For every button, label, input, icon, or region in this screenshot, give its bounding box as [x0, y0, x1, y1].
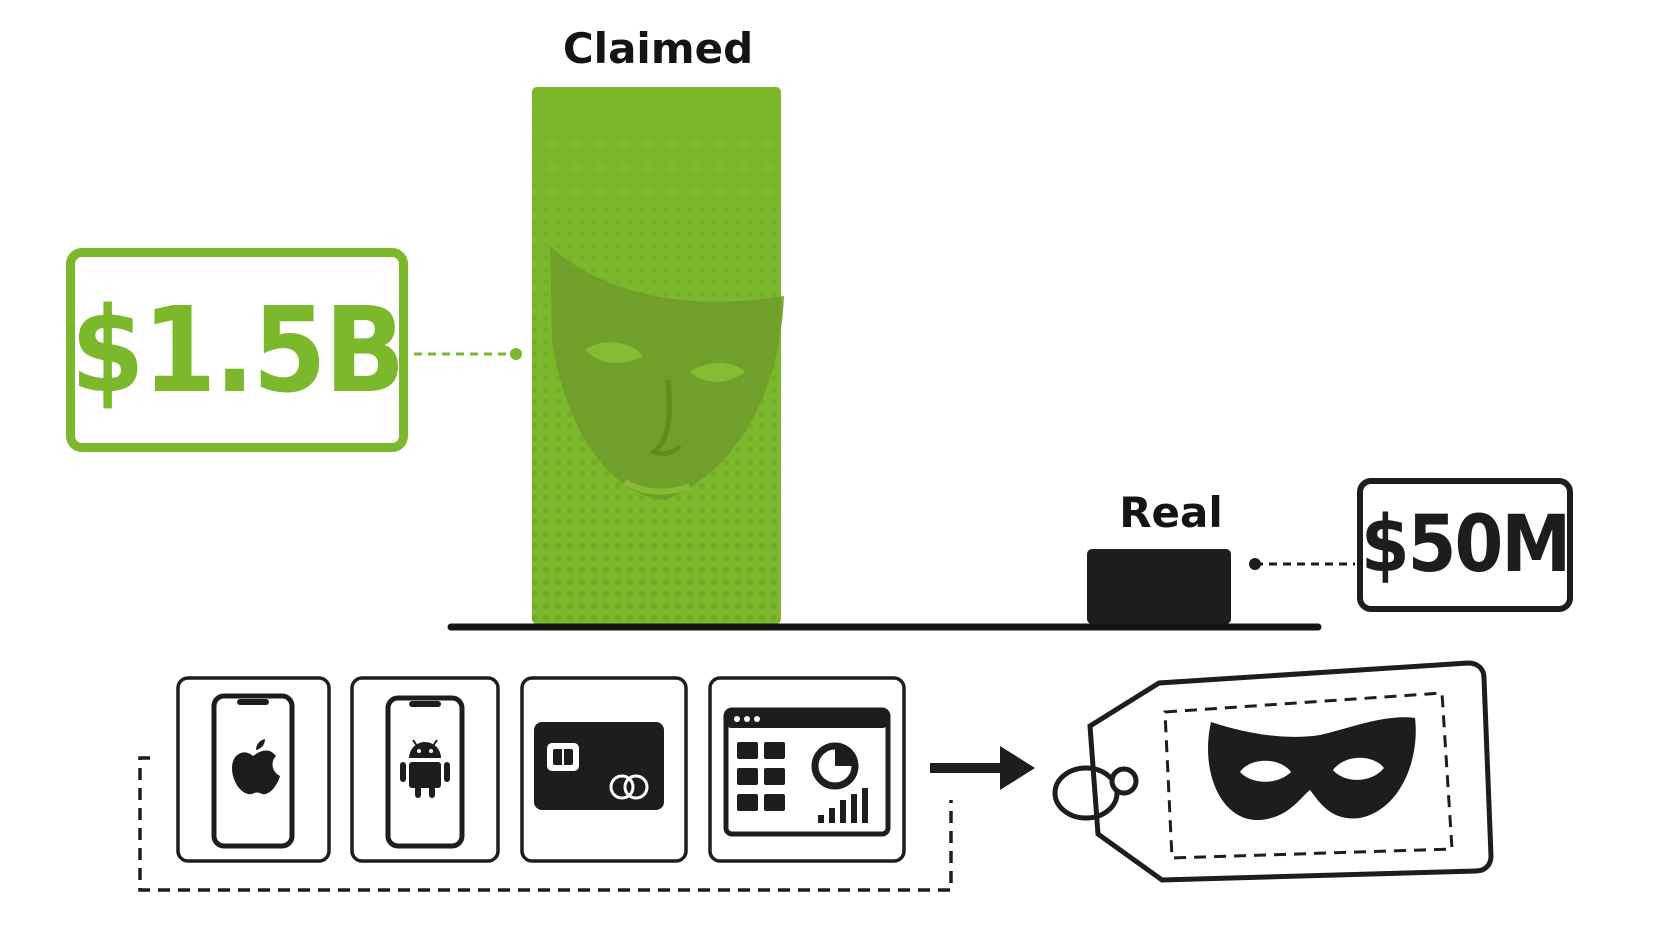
theater-mask-icon — [550, 246, 784, 500]
bar-real — [1087, 549, 1231, 624]
claimed-label: Claimed — [562, 24, 754, 73]
real-value-stamp: $50M — [1357, 478, 1573, 612]
claimed-value-stamp: $1.5B — [66, 248, 408, 452]
claimed-connector-dot — [510, 348, 522, 360]
real-label: Real — [1119, 488, 1223, 537]
real-connector-dot — [1249, 558, 1261, 570]
